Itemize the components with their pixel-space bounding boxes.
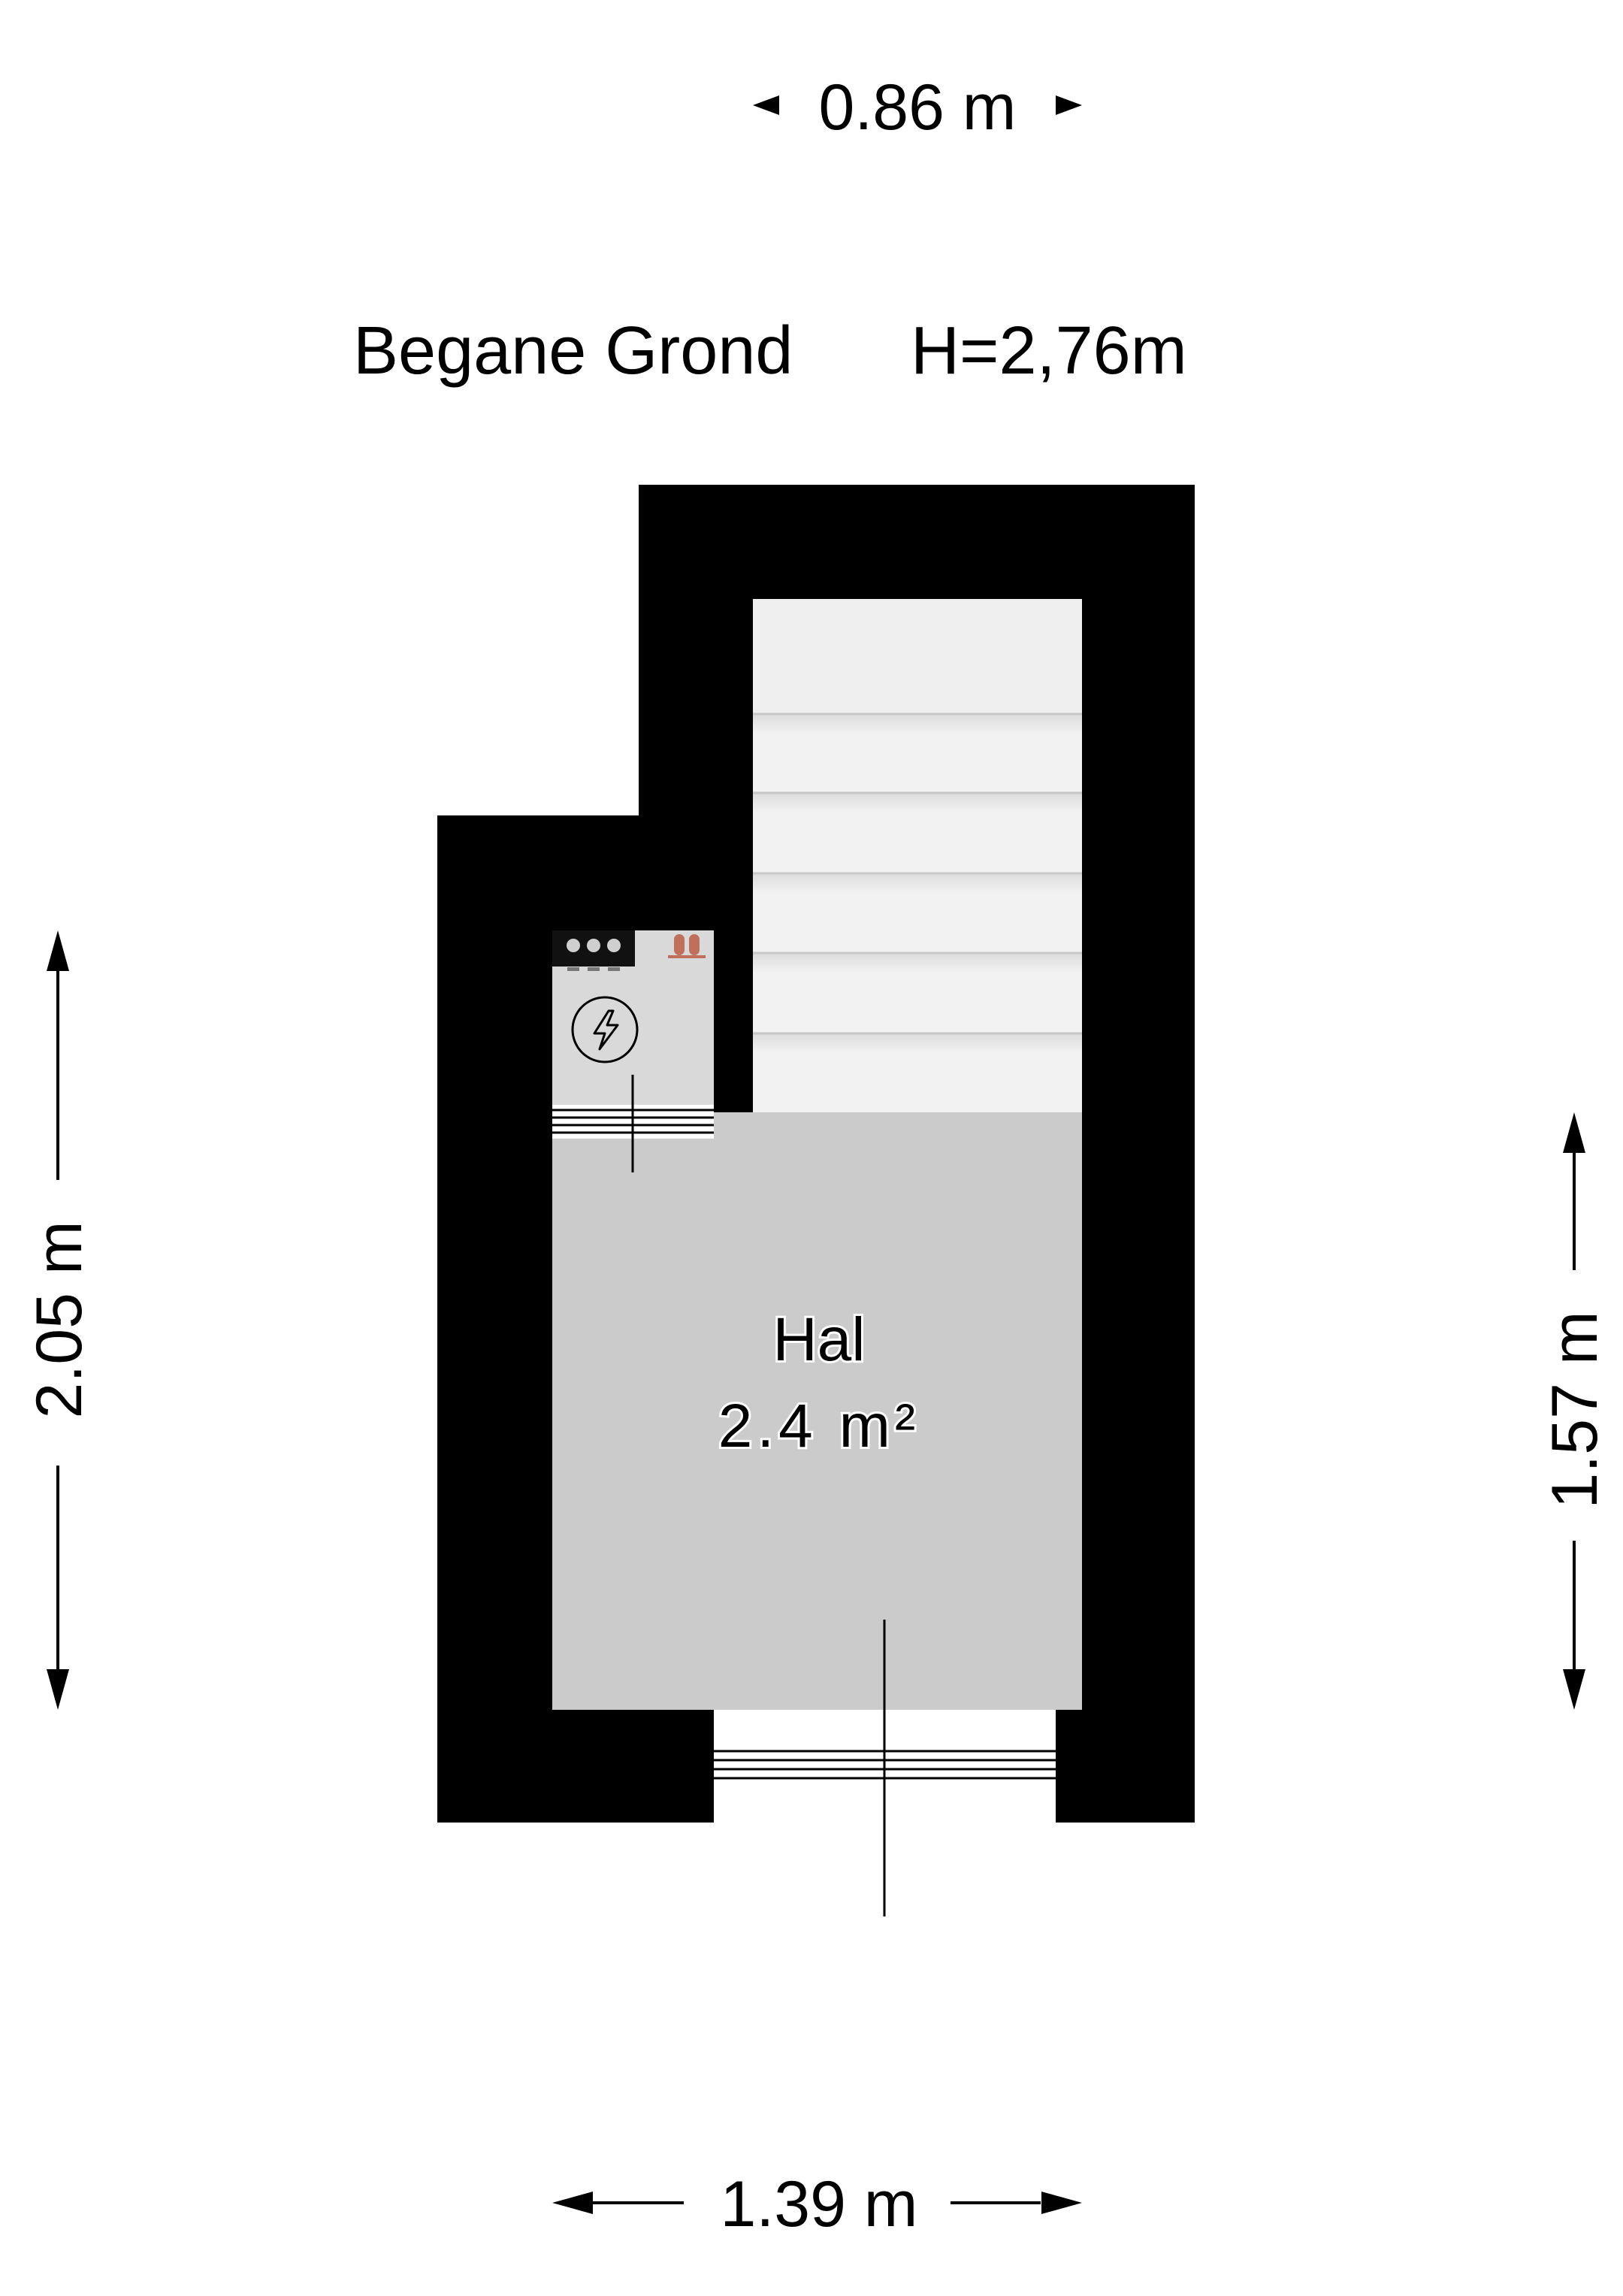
room-label-hal: Hal 2.4 m² [716, 1303, 920, 1463]
arrow-right-icon [1041, 2192, 1082, 2214]
stair-step [753, 873, 1082, 953]
dimension-top-label: 0.86 m [819, 71, 1017, 144]
dimension-left: 2.05 m [23, 930, 95, 1710]
hall-floor-area [552, 1112, 1082, 1710]
dimension-right-label: 1.57 m [1539, 1311, 1611, 1509]
arrow-right-icon [1056, 95, 1082, 115]
stair-step [753, 714, 1082, 793]
arrow-left-icon [552, 2192, 593, 2214]
stair-step [753, 793, 1082, 873]
staircase [753, 599, 1082, 1112]
floor-name: Begane Grond [353, 313, 793, 389]
meter-ticks [567, 967, 620, 971]
floor-height: H=2,76m [911, 313, 1187, 389]
arrow-down-icon [1563, 1669, 1585, 1710]
dimension-top: 0.86 m [753, 71, 1082, 144]
front-door [714, 1620, 1056, 1916]
dimension-bottom: 1.39 m [552, 2168, 1082, 2240]
closet-door [552, 1075, 714, 1172]
stair-step [753, 1033, 1082, 1112]
dimension-left-label: 2.05 m [23, 1221, 95, 1419]
meter-dials [567, 939, 621, 952]
hall-floor [552, 1112, 1082, 1710]
dimension-right: 1.57 m [1539, 1112, 1611, 1710]
arrow-up-icon [1563, 1112, 1585, 1153]
floor-title: Begane Grond H=2,76m [353, 313, 1187, 389]
dimension-bottom-label: 1.39 m [721, 2168, 918, 2240]
utility-pipes-icon [668, 934, 706, 958]
electricity-meter-icon [571, 996, 639, 1063]
arrow-up-icon [47, 930, 69, 971]
arrow-left-icon [753, 95, 779, 115]
arrow-down-icon [47, 1669, 69, 1710]
room-area: 2.4 m² [718, 1392, 920, 1460]
room-name: Hal [772, 1305, 865, 1374]
stair-step [753, 953, 1082, 1033]
